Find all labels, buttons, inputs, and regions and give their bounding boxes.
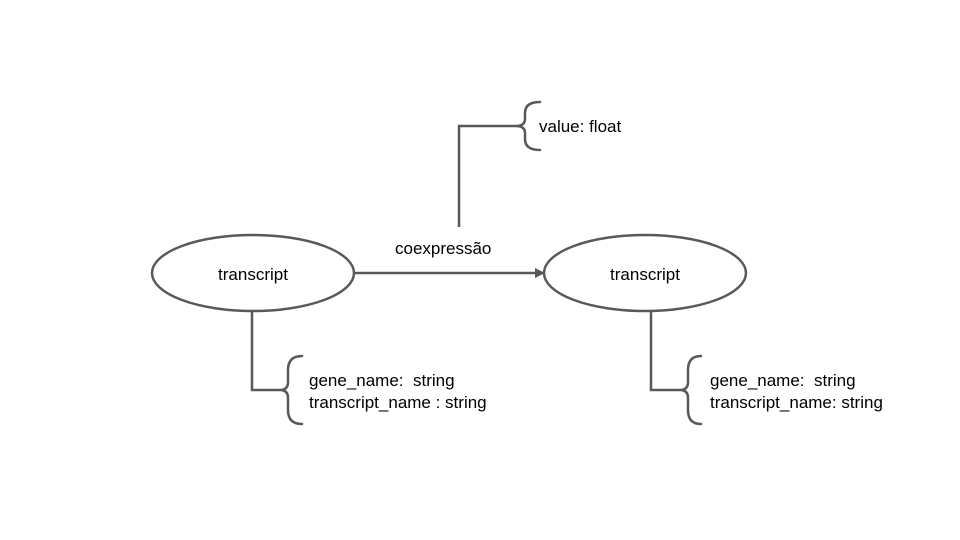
- right-property-gene-name: gene_name: string: [710, 371, 856, 390]
- right-property-brace: [679, 354, 703, 426]
- node-transcript-left-label: transcript: [218, 265, 288, 284]
- left-property-connector: [250, 311, 280, 392]
- left-property-brace: [279, 354, 304, 426]
- right-property-transcript-name: transcript_name: string: [710, 393, 883, 412]
- left-property-transcript-name: transcript_name : string: [309, 393, 487, 412]
- edge-label: coexpressão: [395, 239, 491, 258]
- edge-property-label: value: float: [539, 117, 621, 136]
- node-transcript-right[interactable]: [542, 233, 748, 313]
- edge-property-connector: [457, 124, 516, 227]
- left-property-gene-name: gene_name: string: [309, 371, 455, 390]
- node-transcript-right-label: transcript: [610, 265, 680, 284]
- edge-property-brace: [515, 100, 542, 152]
- right-property-connector: [649, 311, 680, 392]
